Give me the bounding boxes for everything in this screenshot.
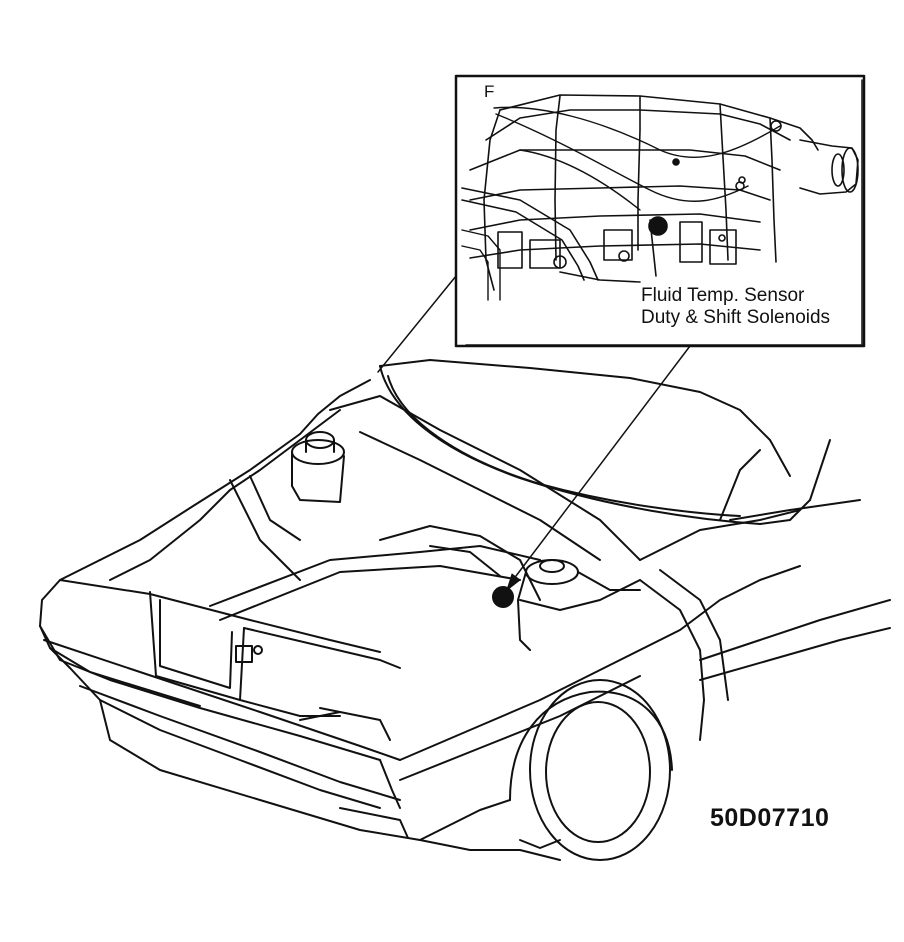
fluid-temp-sensor-marker	[648, 216, 668, 236]
front-wheel	[529, 679, 671, 861]
arrow-head	[506, 573, 521, 591]
inset-transmission-view	[454, 74, 866, 348]
car-illustration	[39, 359, 891, 861]
inset-leader-right	[515, 345, 691, 577]
inset-leader-left	[377, 275, 457, 373]
inset-frame	[454, 74, 866, 348]
fluid-temp-sensor-label: Fluid Temp. Sensor	[641, 285, 805, 306]
bay-sensor-marker	[492, 586, 514, 608]
figure-code: 50D07710	[710, 804, 830, 832]
transmission-illustration	[461, 94, 859, 301]
duty-shift-solenoids-label: Duty & Shift Solenoids	[641, 307, 831, 328]
inset-letter-f: F	[484, 82, 495, 101]
